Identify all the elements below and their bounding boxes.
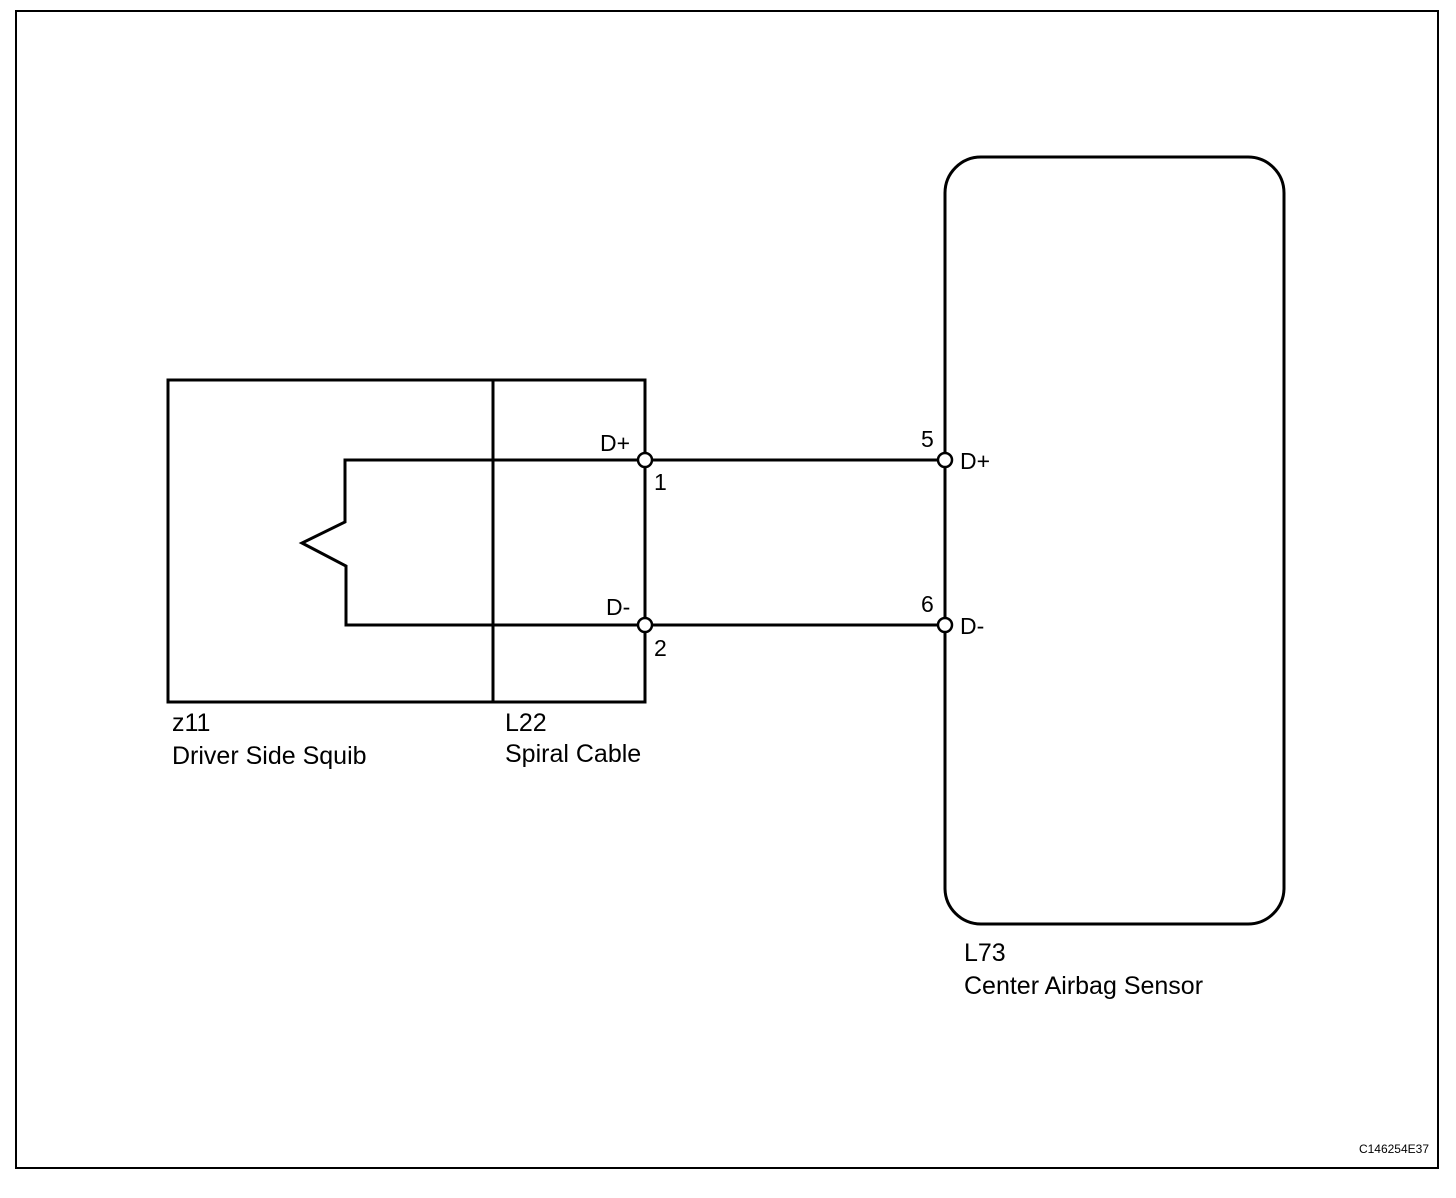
harness-wires — [645, 458, 945, 627]
l22-signal-d-minus: D- — [606, 594, 630, 620]
l22-signal-d-plus: D+ — [600, 430, 630, 456]
squib-element — [298, 458, 645, 627]
l73-signal-d-minus: D- — [960, 613, 984, 639]
l22-pin-1: 1 — [654, 469, 667, 495]
terminal-l73-6 — [936, 616, 954, 634]
diagram-frame — [15, 10, 1439, 1169]
spiral-cable-connector — [493, 378, 647, 704]
squib-name: Driver Side Squib — [172, 742, 367, 770]
terminal-circles — [636, 451, 954, 634]
l22-pin-2: 2 — [654, 635, 667, 661]
terminal-l22-1 — [636, 451, 654, 469]
l73-pin-5: 5 — [921, 426, 934, 452]
squib-code: z11 — [172, 709, 210, 737]
airbag-sensor-name: Center Airbag Sensor — [964, 972, 1203, 1000]
terminal-l73-5 — [936, 451, 954, 469]
l73-signal-d-plus: D+ — [960, 448, 990, 474]
terminal-l22-2 — [636, 616, 654, 634]
figure-reference-code: C146254E37 — [1359, 1142, 1429, 1156]
l73-pin-6: 6 — [921, 591, 934, 617]
spiral-cable-code: L22 — [505, 709, 547, 737]
center-airbag-sensor-box — [943, 155, 1286, 926]
airbag-sensor-code: L73 — [964, 939, 1006, 967]
driver-side-squib-box — [166, 378, 495, 704]
spiral-cable-name: Spiral Cable — [505, 740, 641, 768]
